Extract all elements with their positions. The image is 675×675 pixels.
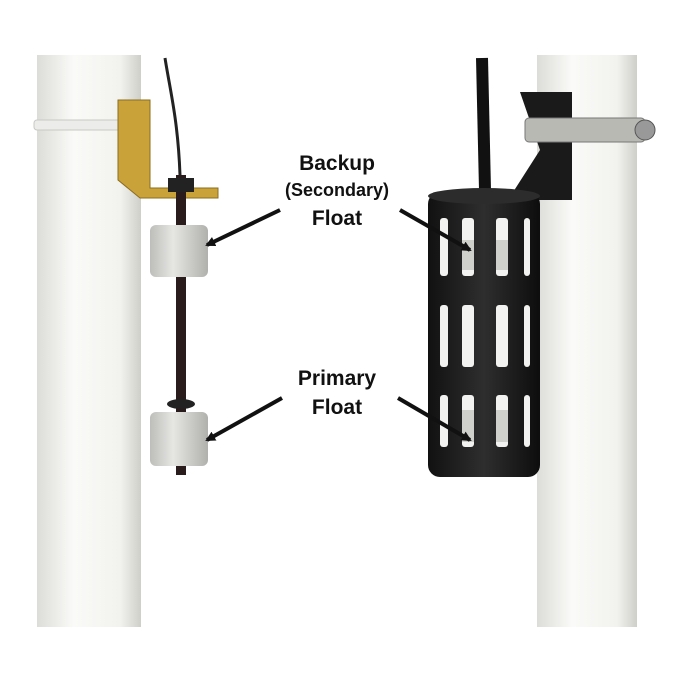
- backup-label-line2: (Secondary): [285, 180, 389, 200]
- rod-collar: [167, 399, 195, 409]
- protective-cage: [428, 192, 540, 477]
- arrow-backup-left: [205, 208, 281, 247]
- cage-bracket: [508, 92, 572, 200]
- arrow-primary-left: [205, 396, 283, 442]
- right-cable: [476, 57, 491, 191]
- arrow-backup-right: [399, 208, 472, 252]
- backup-label-line3: Float: [312, 207, 362, 230]
- cage-top: [428, 188, 540, 204]
- mounting-bracket: [117, 99, 219, 199]
- backup-float-left: [150, 225, 208, 277]
- clamp-screw: [634, 119, 656, 141]
- left-cable: [163, 57, 182, 176]
- primary-label-line1: Primary: [298, 367, 377, 390]
- rod-nut: [168, 178, 194, 192]
- arrow-primary-right: [396, 396, 472, 442]
- hose-clamp: [524, 117, 646, 143]
- float-rod: [176, 175, 186, 475]
- backup-label-line1: Backup: [299, 152, 375, 175]
- primary-float-left: [150, 412, 208, 466]
- primary-label-line2: Float: [312, 396, 362, 419]
